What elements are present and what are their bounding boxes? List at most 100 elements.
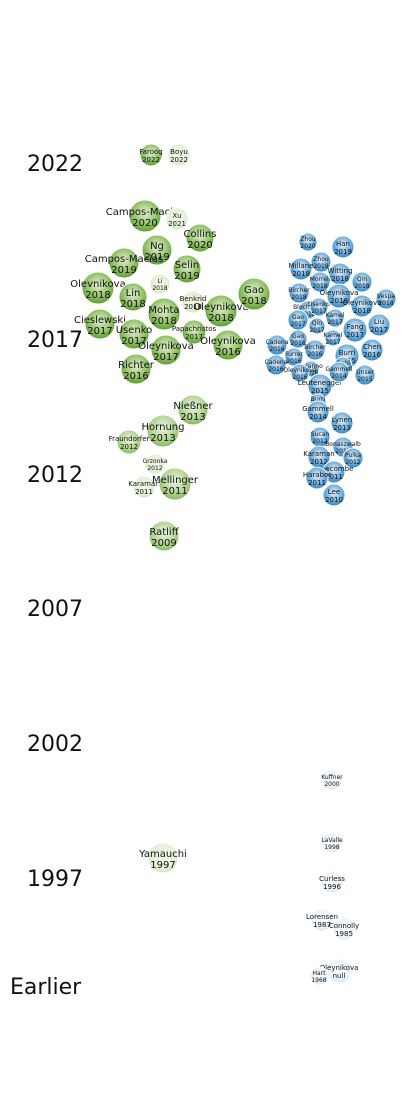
paper-node-circle[interactable] — [144, 453, 166, 475]
paper-node-circle[interactable] — [81, 271, 115, 305]
paper-node-circle[interactable] — [309, 297, 329, 317]
paper-node-circle[interactable] — [150, 334, 182, 366]
paper-node-circle[interactable] — [304, 339, 326, 361]
paper-node-circle[interactable] — [84, 308, 116, 340]
paper-node-circle[interactable] — [320, 870, 344, 894]
paper-node-circle[interactable] — [165, 207, 189, 231]
paper-node-circle[interactable] — [237, 277, 271, 311]
paper-node-circle[interactable] — [367, 313, 391, 337]
paper-node-circle[interactable] — [309, 271, 331, 293]
paper-node-circle[interactable] — [147, 842, 179, 874]
paper-node-circle[interactable] — [120, 353, 152, 385]
paper-node-circle[interactable] — [288, 282, 310, 304]
paper-node-circle[interactable] — [139, 143, 163, 167]
paper-node-circle[interactable] — [204, 294, 238, 328]
paper-node-circle[interactable] — [108, 247, 140, 279]
paper-node-circle[interactable] — [351, 271, 373, 293]
paper-node-circle[interactable] — [158, 467, 192, 501]
paper-node-circle[interactable] — [128, 199, 162, 233]
paper-node-circle[interactable] — [332, 917, 356, 941]
paper-node-circle[interactable] — [149, 273, 171, 295]
paper-node-circle[interactable] — [118, 318, 150, 350]
paper-node-circle[interactable] — [330, 411, 354, 435]
paper-node-circle[interactable] — [181, 319, 207, 345]
paper-node-circle[interactable] — [185, 223, 215, 253]
paper-node-circle[interactable] — [342, 447, 364, 469]
paper-node-circle[interactable] — [360, 338, 384, 362]
paper-node-circle[interactable] — [298, 232, 318, 252]
paper-node-circle[interactable] — [146, 414, 180, 448]
paper-node-circle[interactable] — [212, 329, 244, 361]
paper-node-circle[interactable] — [331, 235, 355, 259]
paper-node-circle[interactable] — [309, 966, 329, 986]
paper-node-circle[interactable] — [321, 832, 343, 854]
paper-node-circle[interactable] — [141, 234, 173, 266]
paper-node-circle[interactable] — [147, 297, 181, 331]
paper-node-circle[interactable] — [288, 329, 308, 349]
paper-node-circle[interactable] — [290, 363, 310, 383]
paper-node-circle[interactable] — [289, 257, 313, 281]
paper-node-circle[interactable] — [177, 394, 209, 426]
paper-node-circle[interactable] — [310, 908, 334, 932]
paper-node-circle[interactable] — [118, 282, 148, 312]
paper-node-circle[interactable] — [265, 354, 287, 376]
paper-node-circle[interactable] — [306, 400, 330, 424]
paper-node-circle[interactable] — [350, 294, 374, 318]
paper-node-circle[interactable] — [181, 290, 205, 314]
paper-node-circle[interactable] — [116, 429, 142, 455]
paper-node-circle[interactable] — [322, 483, 346, 507]
paper-node-circle[interactable] — [328, 361, 350, 383]
paper-node-circle[interactable] — [326, 283, 352, 309]
paper-node-circle[interactable] — [172, 254, 202, 284]
